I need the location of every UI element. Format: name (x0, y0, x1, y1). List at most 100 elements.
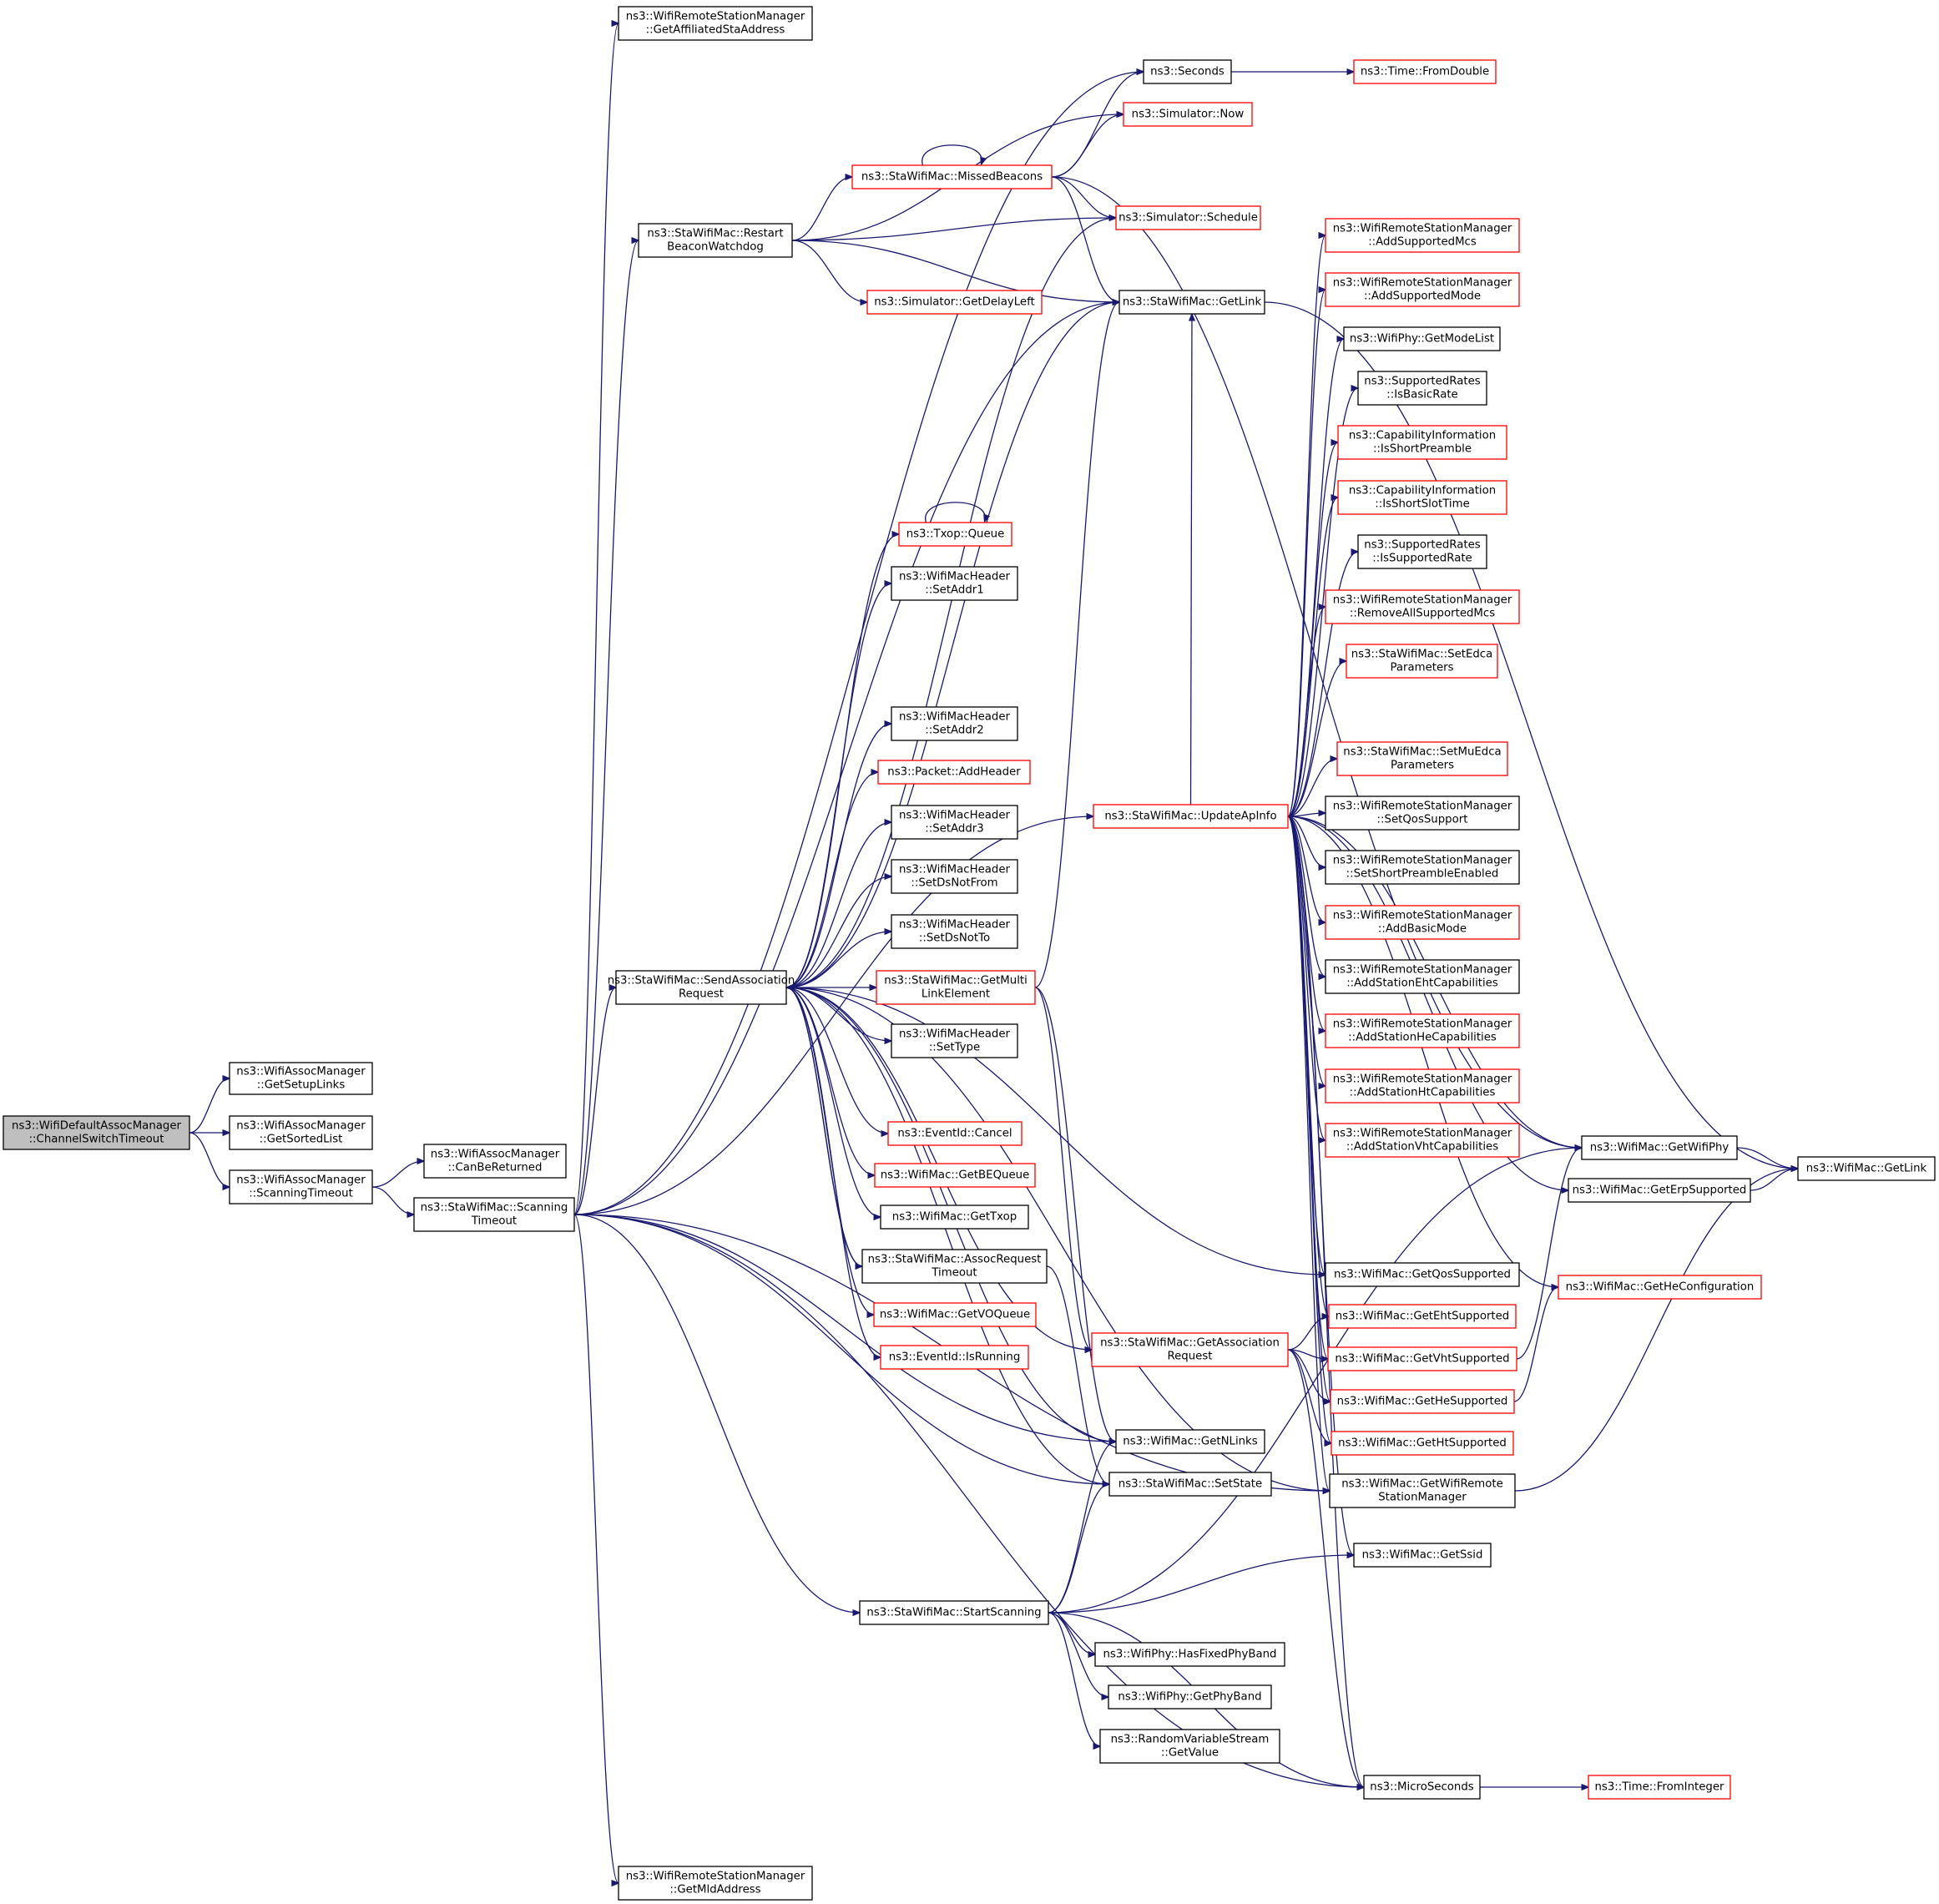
node-isSupportedRate[interactable]: ns3::SupportedRates::IsSupportedRate (1357, 534, 1487, 569)
node-label: ns3::WifiMac::GetBEQueue (881, 1169, 1030, 1182)
node-getNLinks[interactable]: ns3::WifiMac::GetNLinks (1115, 1429, 1265, 1454)
node-box (1581, 1135, 1738, 1160)
node-getSsid[interactable]: ns3::WifiMac::GetSsid (1353, 1543, 1492, 1568)
node-label: ns3::SupportedRates (1364, 376, 1480, 388)
edge-updateApInfo-to-getEhtSupported (1287, 816, 1330, 1316)
node-txopQueue[interactable]: ns3::Txop::Queue (898, 522, 1012, 547)
node-box (1123, 102, 1253, 127)
node-removeAllMcs[interactable]: ns3::WifiRemoteStationManager::RemoveAll… (1325, 589, 1520, 624)
node-label: ns3::WifiMacHeader (899, 864, 1011, 876)
node-eventCancel[interactable]: ns3::EventId::Cancel (887, 1121, 1023, 1146)
node-addHtCap[interactable]: ns3::WifiRemoteStationManager::AddStatio… (1325, 1068, 1520, 1104)
node-box (1329, 1473, 1516, 1508)
node-getHtSupported[interactable]: ns3::WifiMac::GetHtSupported (1331, 1431, 1514, 1456)
node-fromInteger[interactable]: ns3::Time::FromInteger (1588, 1775, 1731, 1800)
node-getMld[interactable]: ns3::WifiRemoteStationManager::GetMldAdd… (618, 1866, 813, 1901)
node-isShortSlotTime[interactable]: ns3::CapabilityInformation::IsShortSlotT… (1337, 480, 1507, 515)
node-setQosSupport[interactable]: ns3::WifiRemoteStationManager::SetQosSup… (1325, 795, 1520, 831)
edge-startScanning-to-hasFixedPhyBand (1048, 1612, 1095, 1654)
edge-sendAssoc-to-getTxop (785, 987, 881, 1217)
node-getModeList[interactable]: ns3::WifiPhy::GetModeList (1343, 326, 1501, 351)
edge-sendAssoc-to-staGetLink (785, 302, 1119, 988)
node-setAddr1[interactable]: ns3::WifiMacHeader::SetAddr1 (891, 566, 1018, 601)
node-label: ::GetSetupLinks (257, 1079, 346, 1092)
node-staGetLink[interactable]: ns3::StaWifiMac::GetLink (1118, 290, 1265, 315)
node-getSortedList[interactable]: ns3::WifiAssocManager::GetSortedList (229, 1115, 373, 1150)
node-rvsGetValue[interactable]: ns3::RandomVariableStream::GetValue (1099, 1729, 1280, 1764)
edge-getMultiLink-to-staGetLink (1034, 302, 1119, 988)
edge-missedBeacons-to-simNow (1051, 114, 1124, 178)
node-canBeReturned[interactable]: ns3::WifiAssocManager::CanBeReturned (423, 1144, 567, 1179)
node-isShortPreamble[interactable]: ns3::CapabilityInformation::IsShortPream… (1337, 425, 1507, 460)
node-label: ns3::WifiRemoteStationManager (1333, 1073, 1512, 1086)
node-setDsNotTo[interactable]: ns3::WifiMacHeader::SetDsNotTo (891, 914, 1018, 949)
node-getSetupLinks[interactable]: ns3::WifiAssocManager::GetSetupLinks (229, 1062, 373, 1095)
node-scanTimeoutMgr[interactable]: ns3::WifiAssocManager::ScanningTimeout (229, 1169, 373, 1205)
node-addHeCap[interactable]: ns3::WifiRemoteStationManager::AddStatio… (1325, 1013, 1520, 1048)
node-hasFixedPhyBand[interactable]: ns3::WifiPhy::HasFixedPhyBand (1094, 1642, 1285, 1667)
node-microSeconds[interactable]: ns3::MicroSeconds (1363, 1775, 1481, 1800)
edge-updateApInfo-to-getWifiRemote (1287, 816, 1330, 1491)
node-addHeader[interactable]: ns3::Packet::AddHeader (877, 760, 1031, 785)
node-label: ns3::EventId::IsRunning (889, 1351, 1021, 1364)
node-getHeSupported[interactable]: ns3::WifiMac::GetHeSupported (1330, 1389, 1515, 1414)
edge-updateApInfo-to-getHeConfig (1287, 816, 1558, 1287)
node-box (1143, 59, 1232, 84)
node-getBEQueue[interactable]: ns3::WifiMac::GetBEQueue (874, 1163, 1036, 1188)
node-root[interactable]: ns3::WifiDefaultAssocManager::ChannelSwi… (3, 1115, 190, 1150)
node-getVhtSupported[interactable]: ns3::WifiMac::GetVhtSupported (1327, 1346, 1517, 1371)
node-macGetLink[interactable]: ns3::WifiMac::GetLink (1797, 1156, 1936, 1181)
edge-updateApInfo-to-setMuEdca (1287, 759, 1337, 817)
node-simNow[interactable]: ns3::Simulator::Now (1123, 102, 1253, 127)
node-getVOQueue[interactable]: ns3::WifiMac::GetVOQueue (873, 1302, 1037, 1327)
node-startScanning[interactable]: ns3::StaWifiMac::StartScanning (859, 1600, 1049, 1625)
node-getPhyBand[interactable]: ns3::WifiPhy::GetPhyBand (1108, 1684, 1272, 1710)
node-simDelayLeft[interactable]: ns3::Simulator::GetDelayLeft (866, 290, 1043, 315)
node-setState[interactable]: ns3::StaWifiMac::SetState (1108, 1472, 1272, 1497)
node-getTxop[interactable]: ns3::WifiMac::GetTxop (880, 1205, 1029, 1230)
node-getWifiRemote[interactable]: ns3::WifiMac::GetWifiRemoteStationManage… (1329, 1473, 1516, 1508)
node-getEhtSupported[interactable]: ns3::WifiMac::GetEhtSupported (1328, 1304, 1517, 1329)
node-label: ns3::StaWifiMac::StartScanning (866, 1607, 1041, 1619)
edge-staScanTimeout-to-sendAssoc (573, 987, 616, 1215)
node-addEhtCap[interactable]: ns3::WifiRemoteStationManager::AddStatio… (1325, 959, 1520, 994)
node-box (866, 290, 1043, 315)
node-addSupportedMcs[interactable]: ns3::WifiRemoteStationManager::AddSuppor… (1325, 218, 1520, 253)
node-getHeConfig[interactable]: ns3::WifiMac::GetHeConfiguration (1558, 1275, 1762, 1300)
node-setAddr3[interactable]: ns3::WifiMacHeader::SetAddr3 (891, 805, 1018, 840)
edge-updateApInfo-to-getErpSupported (1287, 816, 1568, 1190)
node-getQosSupported[interactable]: ns3::WifiMac::GetQosSupported (1325, 1262, 1520, 1287)
node-updateApInfo[interactable]: ns3::StaWifiMac::UpdateApInfo (1093, 804, 1289, 829)
node-eventIsRunning[interactable]: ns3::EventId::IsRunning (880, 1345, 1029, 1370)
node-getWifiPhy[interactable]: ns3::WifiMac::GetWifiPhy (1581, 1135, 1738, 1160)
edge-startScanning-to-getNLinks (1048, 1442, 1116, 1614)
node-fromDouble[interactable]: ns3::Time::FromDouble (1353, 59, 1497, 84)
node-getErpSupported[interactable]: ns3::WifiMac::GetErpSupported (1568, 1178, 1751, 1203)
node-setAddr2[interactable]: ns3::WifiMacHeader::SetAddr2 (891, 706, 1018, 741)
node-setDsNotFrom[interactable]: ns3::WifiMacHeader::SetDsNotFrom (891, 859, 1018, 894)
node-seconds[interactable]: ns3::Seconds (1143, 59, 1232, 84)
node-setShortPreamble[interactable]: ns3::WifiRemoteStationManager::SetShortP… (1325, 850, 1520, 885)
edge-sendAssoc-to-getBEQueue (785, 987, 875, 1175)
node-isBasicRate[interactable]: ns3::SupportedRates::IsBasicRate (1357, 371, 1487, 406)
node-addBasicMode[interactable]: ns3::WifiRemoteStationManager::AddBasicM… (1325, 905, 1520, 940)
node-simSchedule[interactable]: ns3::Simulator::Schedule (1115, 205, 1261, 230)
node-addSupportedMode[interactable]: ns3::WifiRemoteStationManager::AddSuppor… (1325, 272, 1520, 307)
edge-getMultiLink-to-getNLinks (1034, 987, 1116, 1442)
node-addVhtCap[interactable]: ns3::WifiRemoteStationManager::AddStatio… (1325, 1123, 1520, 1158)
node-setType[interactable]: ns3::WifiMacHeader::SetType (891, 1023, 1018, 1058)
node-getAffiliated[interactable]: ns3::WifiRemoteStationManager::GetAffili… (618, 6, 813, 41)
node-staScanTimeout[interactable]: ns3::StaWifiMac::ScanningTimeout (413, 1197, 575, 1232)
node-box (1328, 1304, 1517, 1329)
edge-sendAssoc-to-setAddr1 (785, 583, 891, 988)
node-missedBeacons[interactable]: ns3::StaWifiMac::MissedBeacons (851, 164, 1053, 189)
edge-updateApInfo-to-setShortPreamble (1287, 816, 1325, 867)
